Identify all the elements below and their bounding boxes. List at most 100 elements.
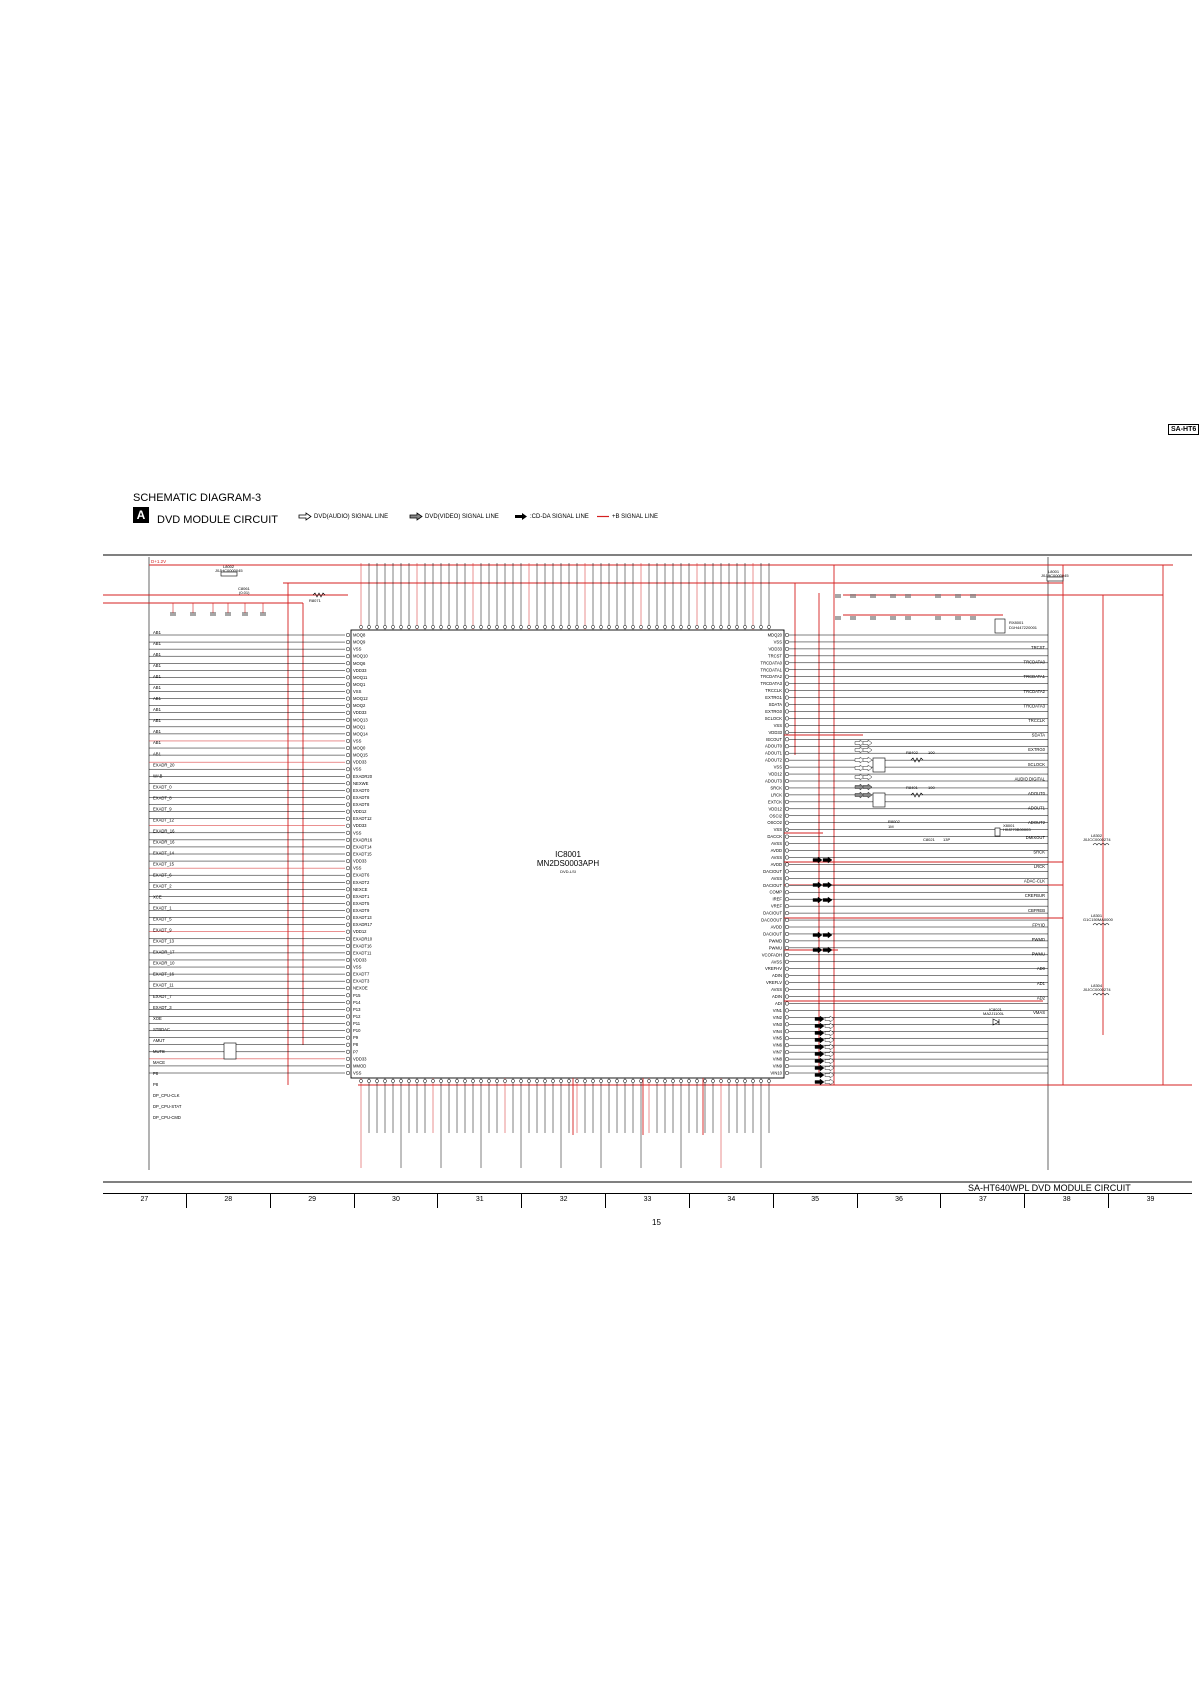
right-pin-label: ADOUT2 (765, 758, 783, 763)
signal-arrow (854, 773, 865, 781)
pin-circle (359, 1079, 363, 1083)
pin-circle (784, 931, 790, 937)
left-pin-label: VSS (353, 767, 362, 772)
pin-circle (567, 1079, 571, 1083)
grid-cell: 39 (1146, 1196, 1155, 1203)
right-pin-label: VSS (774, 765, 783, 770)
decoupling-capacitors (835, 594, 976, 620)
pin-circle (784, 688, 790, 693)
right-pin-labels: MDQ20VSSVDD33TRCSTTRCDATA0TRCDATA1TRCDAT… (761, 633, 783, 1076)
pin-circle (345, 745, 351, 751)
right-net-label: VMAS (1033, 1010, 1045, 1015)
right-pin-label: EXTCK (768, 799, 782, 804)
pin-circle (511, 1079, 515, 1083)
right-net-label: TRCDATA0 (1024, 660, 1046, 665)
pin-circle (647, 625, 651, 629)
left-net-label: EXADT_2 (153, 884, 172, 889)
right-pin-label: ADOUT0 (765, 744, 783, 749)
left-pin-label: NEXOE (353, 986, 368, 991)
capacitor-symbol (190, 603, 196, 616)
right-net-label: AD0 (1037, 966, 1046, 971)
pin-circle (719, 625, 723, 629)
signal-arrow (824, 1029, 835, 1037)
left-pin-label: EXADT6 (353, 873, 370, 878)
pin-circle (784, 1063, 790, 1069)
pin-circle (639, 1079, 643, 1083)
pin-circle (345, 632, 351, 638)
legend-item-dvd-video: DVD(VIDEO) SIGNAL LINE (409, 512, 499, 521)
grid-cell: 38 (1025, 1194, 1110, 1208)
ic-part-label: MN2DS0003APH (537, 859, 599, 868)
left-pin-label: MMOD (353, 1063, 366, 1068)
pin-circle (345, 1063, 351, 1068)
pin-circle (345, 731, 351, 736)
right-pin-label: IECOUT (766, 737, 782, 742)
pin-circle (345, 689, 351, 694)
right-net-label: TRCDATA1 (1024, 674, 1046, 679)
right-pin-label: ADOUT3 (765, 779, 783, 784)
pin-circle (383, 1079, 387, 1083)
signal-arrow (824, 1078, 835, 1086)
right-pin-label: ADOUT1 (765, 751, 783, 756)
left-pin-label: EXADT5 (353, 901, 370, 906)
pin-circle (551, 1079, 555, 1083)
right-pin-label: SRCK (770, 785, 782, 790)
pin-circle (345, 795, 351, 800)
model-tag: SA-HT6 (1168, 424, 1199, 435)
signal-arrows (812, 739, 873, 1086)
left-pin-label: P15 (353, 993, 361, 998)
pin-circle (711, 625, 715, 629)
solid-arrow-icon (515, 513, 527, 520)
pin-circle (784, 1036, 790, 1041)
signal-arrow (862, 739, 873, 747)
capacitor-symbol (870, 616, 876, 620)
power-rails (103, 564, 1192, 1135)
right-pin-label: VIN5 (773, 1036, 783, 1041)
pin-circle (784, 806, 790, 811)
left-net-label: DP_CPU-STAT (153, 1104, 182, 1109)
legend-label: +B SIGNAL LINE (612, 513, 658, 520)
right-net-label: ADOUT2 (1028, 820, 1046, 825)
pin-circle (784, 820, 790, 825)
pin-circle (487, 1079, 491, 1083)
grid-cell: 31 (438, 1194, 523, 1208)
left-pin-label: MOQ10 (353, 654, 368, 659)
pin-circle (784, 987, 790, 992)
left-net-label: AB1 (153, 740, 162, 745)
right-net-label: AD2 (1037, 995, 1046, 1000)
legend-item-cd-da: :CD-DA SIGNAL LINE (515, 513, 589, 520)
right-net-label: TRCST (1031, 645, 1045, 650)
pin-circle (345, 661, 351, 666)
left-net-label: EXADT_11 (153, 983, 174, 988)
signal-arrow (824, 1015, 835, 1023)
pin-circle (455, 625, 459, 629)
signal-arrow (824, 1064, 835, 1072)
right-net-label: ADAC-CLK (1024, 879, 1045, 884)
right-pin-label: MDQ20 (768, 633, 783, 638)
pin-circle (695, 625, 699, 629)
left-pin-label: VDD33 (353, 668, 367, 673)
left-net-label: AMUT (153, 1038, 165, 1043)
left-pin-label: VDD12 (353, 809, 367, 814)
right-pin-label: EXTRG0 (765, 709, 782, 714)
pin-circle (439, 1079, 443, 1083)
pin-circle (703, 1079, 707, 1083)
pin-circle (345, 809, 351, 814)
pin-circle (784, 966, 790, 971)
capacitor-c8021: C8021 13P (923, 837, 950, 842)
legend-label: DVD(AUDIO) SIGNAL LINE (314, 513, 389, 520)
pin-circle (784, 1043, 790, 1048)
pin-circle (784, 709, 790, 714)
left-net-label: EXADT_0 (153, 784, 172, 789)
pin-circle (345, 640, 351, 645)
pin-circle (535, 1079, 539, 1083)
signal-arrow (814, 1057, 825, 1065)
inductor-l8304: L8304 J0JCC0000274 (1083, 983, 1111, 996)
left-net-label: DP_CPU-CMD (153, 1115, 181, 1120)
pin-circle (345, 788, 351, 793)
pin-circle (784, 771, 790, 777)
pin-circle (391, 1079, 395, 1083)
pin-circle (345, 717, 351, 722)
right-pin-label: VIN10 (770, 1071, 782, 1076)
legend-item-dvd-audio: DVD(AUDIO) SIGNAL LINE (298, 512, 389, 521)
